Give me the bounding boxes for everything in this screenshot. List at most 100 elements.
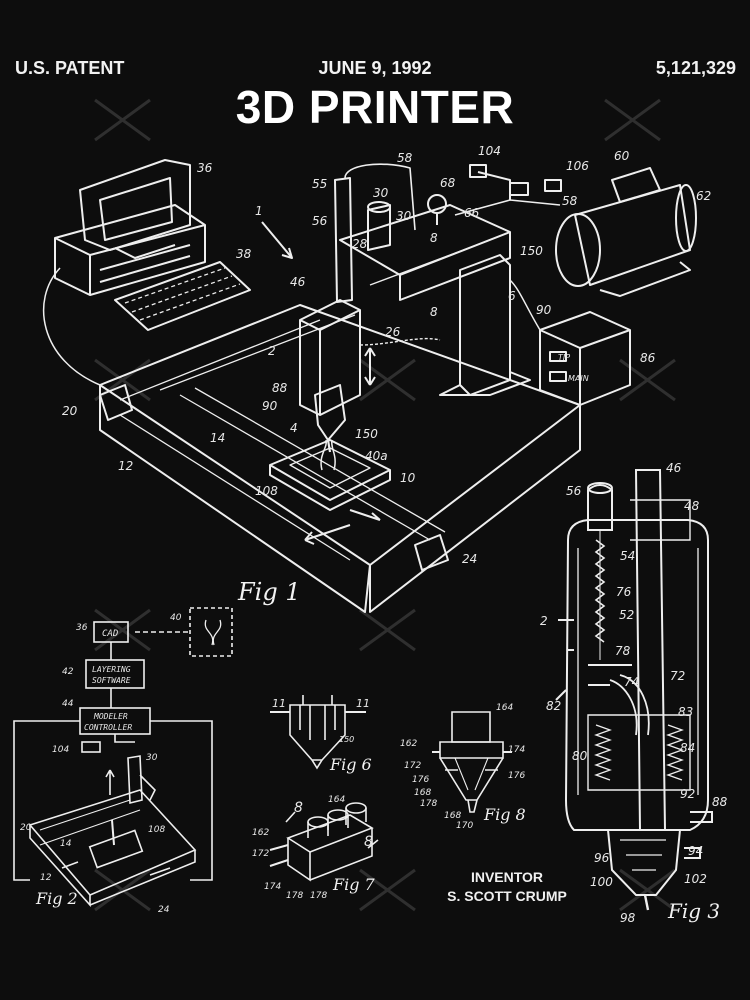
fig2-label: Fig 2	[35, 889, 78, 908]
ref-4: 4	[290, 421, 298, 435]
ref2-20: 20	[20, 823, 32, 833]
ref2-36: 36	[76, 623, 88, 633]
ref6-11b: 11	[356, 697, 370, 710]
fig7-drawing	[269, 802, 379, 882]
ref8-176a: 176	[412, 775, 429, 785]
ref3-48: 48	[684, 499, 700, 513]
ref-2: 2	[268, 344, 276, 358]
ref8-168a: 168	[414, 788, 431, 798]
ref8-176b: 176	[508, 771, 525, 781]
ref-90a: 90	[536, 303, 552, 317]
ref-88: 88	[272, 381, 288, 395]
ref7-8b: 8	[364, 834, 373, 850]
ref8-162: 162	[400, 739, 417, 749]
ref-66: 66	[464, 206, 480, 220]
fig3-refs: 56 46 48 54 76 52 2 78 74 72 82 83 84 80…	[540, 461, 728, 925]
patent-date: JUNE 9, 1992	[318, 58, 432, 78]
ref3-98: 98	[620, 911, 636, 925]
fig1-refs: 36 38 1 58 104 106 60 62 58 68 66 150 55…	[62, 144, 711, 566]
ref-86: 86	[640, 351, 656, 365]
ref-108: 108	[255, 484, 278, 498]
ref2-24: 24	[158, 905, 170, 915]
ref6-11a: 11	[272, 697, 286, 710]
ref3-78: 78	[615, 644, 631, 658]
ref-10: 10	[400, 471, 416, 485]
ref-20: 20	[62, 404, 78, 418]
fig7-label: Fig 7	[332, 875, 376, 894]
ref7-162: 162	[252, 828, 269, 838]
fig6-label: Fig 6	[329, 755, 372, 774]
ref3-88: 88	[712, 795, 728, 809]
ref3-83: 83	[678, 705, 693, 719]
ref-58b: 58	[562, 194, 578, 208]
ref-30a: 30	[373, 186, 389, 200]
ref7-164: 164	[328, 795, 345, 805]
ref3-84: 84	[680, 741, 695, 755]
ref3-2: 2	[540, 614, 548, 628]
ref2-14: 14	[60, 839, 72, 849]
ref-60: 60	[614, 149, 630, 163]
ref8-178: 178	[420, 799, 437, 809]
patent-number: 5,121,329	[655, 58, 736, 78]
ref-12: 12	[118, 459, 133, 473]
ref-14: 14	[210, 431, 225, 445]
ref-6: 6	[508, 289, 516, 303]
fig1-drawing	[42, 159, 697, 613]
ref3-56: 56	[566, 484, 582, 498]
ref3-54: 54	[620, 549, 635, 563]
inventor-name: S. SCOTT CRUMP	[447, 888, 567, 904]
ref-8a: 8	[430, 231, 438, 245]
ref3-74: 74	[624, 675, 639, 689]
ref3-80: 80	[572, 749, 588, 763]
box-layering-2: SOFTWARE	[92, 676, 131, 685]
fig8-label: Fig 8	[483, 805, 526, 824]
poster-title: 3D PRINTER	[235, 81, 515, 133]
ref6-150: 150	[339, 735, 354, 744]
ref7-178a: 178	[286, 891, 303, 901]
inventor-block: INVENTOR S. SCOTT CRUMP	[404, 868, 610, 906]
label-main: MAIN	[568, 374, 589, 383]
ref-38: 38	[236, 247, 252, 261]
ref-28: 28	[352, 237, 368, 251]
ref8-168b: 168	[444, 811, 461, 821]
box-cad: CAD	[102, 629, 118, 639]
ref3-96: 96	[594, 851, 610, 865]
ref-106: 106	[566, 159, 589, 173]
fig8-refs: 164 162 174 172 176 176 168 178 168 170	[400, 703, 525, 831]
ref2-104: 104	[52, 745, 69, 755]
ref8-174: 174	[508, 745, 525, 755]
ref3-52: 52	[619, 608, 634, 622]
fig6-refs: 11 11 150	[272, 697, 370, 744]
ref2-108: 108	[148, 825, 165, 835]
ref3-94: 94	[688, 844, 703, 858]
fig2-refs: 36 40 42 44 104 30 20 108 14 12 24	[20, 613, 182, 915]
fig7-refs: 8 8 164 162 172 174 178 178	[252, 795, 373, 901]
ref-62: 62	[696, 189, 711, 203]
ref3-92: 92	[680, 787, 695, 801]
ref-55: 55	[312, 177, 327, 191]
ref2-30: 30	[146, 753, 158, 763]
ref-56: 56	[312, 214, 328, 228]
ref2-44: 44	[62, 699, 74, 709]
ref-46: 46	[290, 275, 306, 289]
fig3-drawing	[555, 469, 713, 911]
ref-150b: 150	[355, 427, 378, 441]
ref-30b: 30	[396, 209, 412, 223]
fig6-drawing	[270, 695, 366, 770]
ref-40a: 40a	[365, 449, 388, 463]
patent-label: U.S. PATENT	[15, 58, 125, 78]
ref-8b: 8	[430, 305, 438, 319]
ref8-172: 172	[404, 761, 421, 771]
ref-90b: 90	[262, 399, 278, 413]
ref3-102: 102	[684, 872, 707, 886]
ref-68: 68	[440, 176, 456, 190]
ref7-174: 174	[264, 882, 281, 892]
ref-1: 1	[255, 204, 263, 218]
box-modeler-2: CONTROLLER	[84, 723, 132, 732]
ref3-46: 46	[666, 461, 682, 475]
fig1-label: Fig 1	[237, 578, 301, 606]
ref8-170: 170	[456, 821, 473, 831]
ref3-72: 72	[670, 669, 685, 683]
